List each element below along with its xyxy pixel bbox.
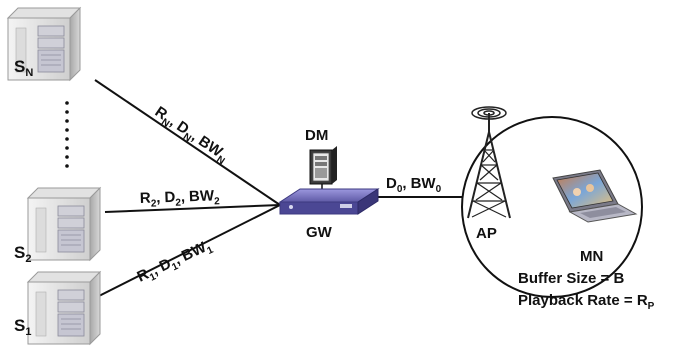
link-s2-label: R2,D2,BW2	[140, 187, 221, 210]
link-s1-label: R1,D1,BW1	[135, 236, 216, 288]
link-s2-gw	[104, 204, 281, 213]
server-s1-label: S1	[14, 316, 31, 338]
server-s1-icon	[27, 271, 101, 345]
server-s2-icon	[27, 187, 101, 261]
link-ap-label: D0,BW0	[386, 175, 442, 195]
antenna-tower-icon	[467, 106, 511, 219]
playback-rate-label: Playback Rate = RP	[518, 292, 655, 312]
gw-label: GW	[306, 224, 333, 241]
server-sn-label: SN	[14, 57, 33, 79]
server-s2-label: S2	[14, 243, 31, 265]
mn-label: MN	[580, 248, 603, 265]
coverage-circle	[461, 116, 643, 298]
ellipsis-dots	[65, 101, 69, 168]
link-s1-gw	[94, 204, 281, 299]
link-sn-gw	[94, 79, 281, 206]
ap-label: AP	[476, 225, 497, 242]
laptop-icon	[552, 169, 638, 223]
connection-lines	[94, 79, 462, 299]
dm-label: DM	[305, 127, 328, 144]
dm-server-icon	[309, 146, 337, 185]
buffer-size-label: Buffer Size = B	[518, 270, 624, 287]
link-sn-label: RN,DN,BWN	[150, 103, 231, 167]
gateway-icon	[278, 188, 380, 215]
